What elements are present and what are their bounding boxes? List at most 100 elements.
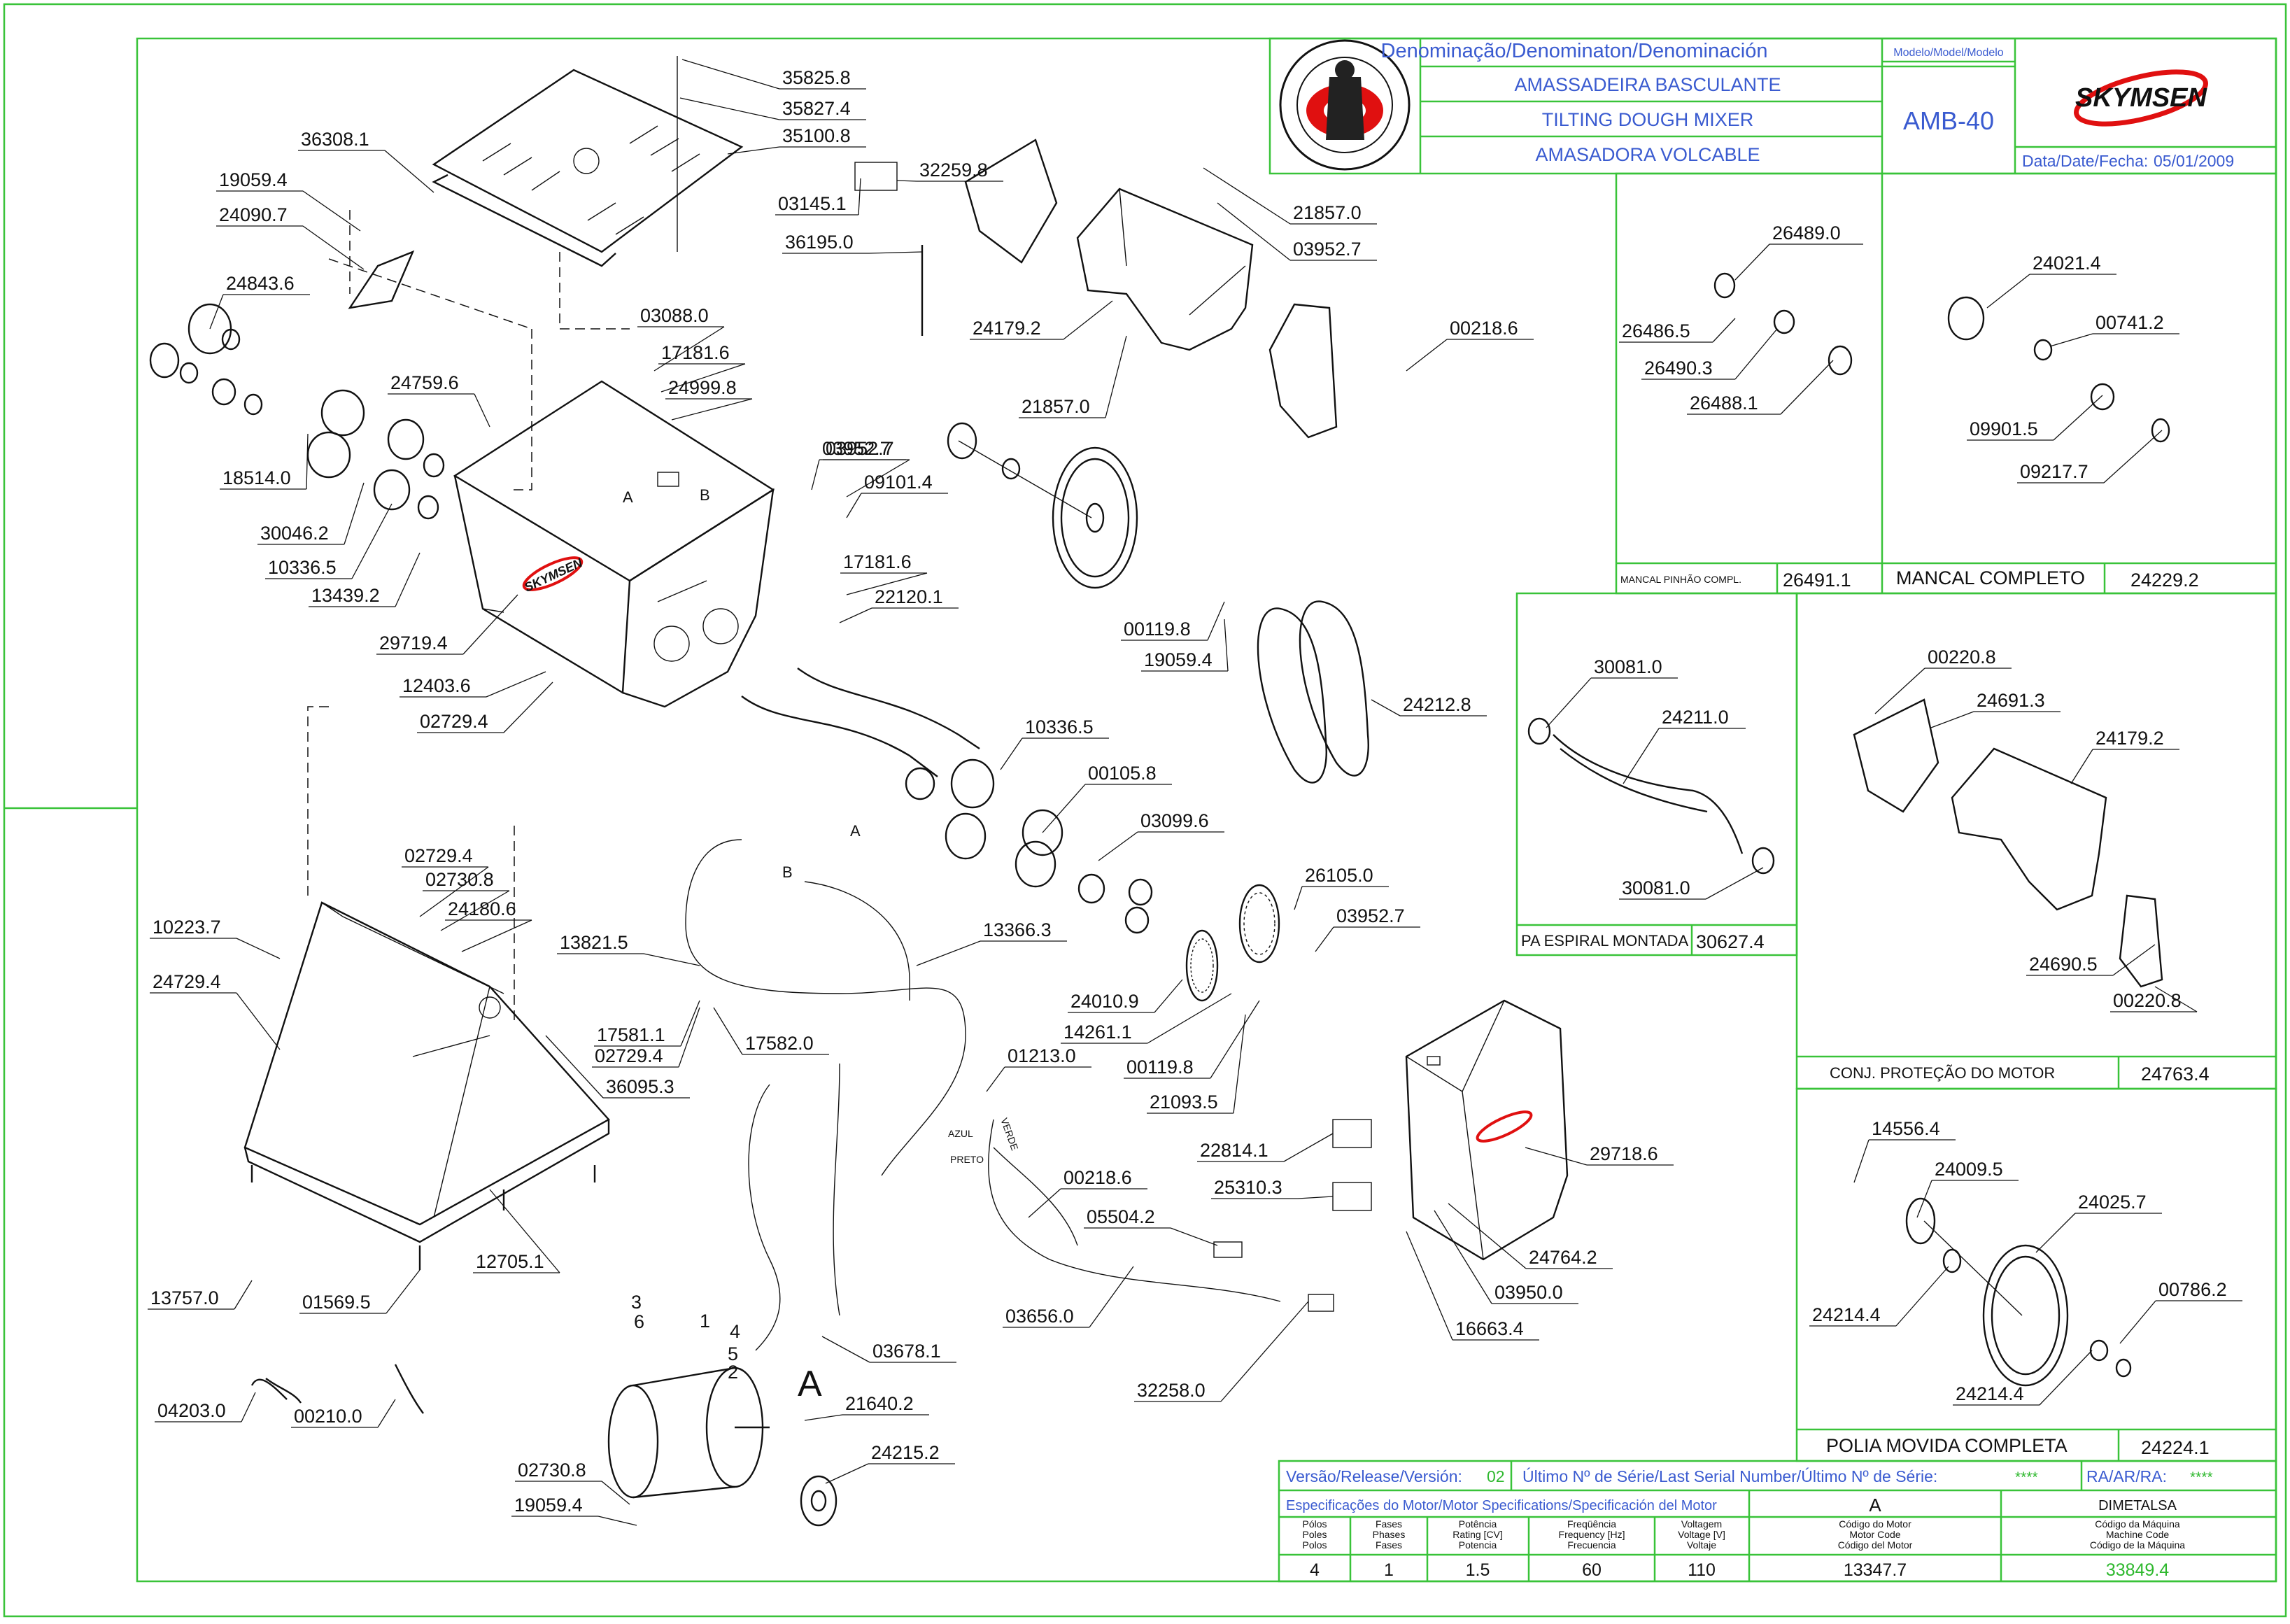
spiral-shafts <box>741 668 1153 934</box>
part-label: 29718.6 <box>1525 1143 1674 1166</box>
part-label: 24010.9 <box>1068 979 1183 1013</box>
part-number: 12403.6 <box>402 675 471 696</box>
part-number: 10223.7 <box>153 917 221 938</box>
part-number: 14261.1 <box>1063 1022 1132 1043</box>
part-label: 24214.4 <box>1953 1350 2093 1406</box>
part-label: 13439.2 <box>309 552 420 607</box>
spec-header-line: Voltaje <box>1687 1539 1716 1551</box>
leader-line <box>846 572 928 595</box>
leader-line <box>1315 926 1334 952</box>
large-pulley <box>947 422 1138 589</box>
part-label: 01569.5 <box>299 1269 420 1314</box>
part-label: 35825.8 <box>681 59 866 90</box>
spec-header-line: Código do Motor <box>1839 1518 1911 1530</box>
part-number: 00218.6 <box>1450 318 1518 339</box>
part-number: 24214.4 <box>1812 1304 1881 1325</box>
leader-line <box>236 992 281 1050</box>
part-number: 24179.2 <box>973 318 1041 339</box>
spec-header-line: Frequency [Hz] <box>1559 1529 1625 1540</box>
name-es: AMASADORA VOLCABLE <box>1535 144 1760 165</box>
part-number: 13439.2 <box>311 585 380 606</box>
part-number: 03678.1 <box>872 1341 941 1362</box>
part-number: 24843.6 <box>226 273 295 294</box>
part-label: 03952.7 <box>1217 202 1377 261</box>
part-number: 24691.3 <box>1977 690 2045 711</box>
part-number: 21640.2 <box>845 1393 914 1414</box>
title-block: Denominação/Denominaton/Denominación AMA… <box>1268 37 2277 175</box>
leader-line <box>395 552 420 607</box>
wire-azul-label: AZUL <box>948 1128 973 1139</box>
part-number: 12705.1 <box>476 1251 544 1272</box>
part-number: 09101.4 <box>864 472 933 493</box>
spec-header-line: Pólos <box>1302 1518 1327 1530</box>
wire-number-3: 3 <box>631 1292 642 1313</box>
leader-line <box>1434 1210 1492 1304</box>
part-label: 03099.6 <box>1098 810 1224 861</box>
release-label: Versão/Release/Versión: <box>1286 1467 1462 1485</box>
part-label: 00218.6 <box>1406 318 1534 372</box>
part-number: 30081.0 <box>1622 877 1690 898</box>
leader-line <box>236 938 281 959</box>
motor-spec-header: Especificações do Motor/Motor Specificat… <box>1286 1498 1717 1513</box>
part-label: 24729.4 <box>150 971 281 1050</box>
leader-line <box>1371 699 1401 716</box>
part-label: 26486.5 <box>1619 318 1736 343</box>
part-label: 24690.5 <box>2026 944 2156 976</box>
spec-header-line: Voltage [V] <box>1678 1529 1725 1540</box>
subassembly-name: PA ESPIRAL MONTADA <box>1521 932 1689 949</box>
part-number: 03952.7 <box>1336 905 1405 926</box>
part-number: 13821.5 <box>560 932 628 953</box>
part-label: 17181.6 <box>658 342 746 393</box>
leader-line <box>1874 668 1925 714</box>
part-label: 24215.2 <box>825 1442 955 1484</box>
subassembly-code: 24224.1 <box>2141 1437 2210 1458</box>
part-label: 09901.5 <box>1967 395 2103 441</box>
wire-number-4: 4 <box>730 1321 740 1342</box>
part-label: 35100.8 <box>727 125 866 155</box>
part-number: 24215.2 <box>871 1442 940 1463</box>
part-number: 02729.4 <box>404 845 473 866</box>
part-label: 24179.2 <box>970 300 1113 340</box>
leader-line <box>2035 1213 2076 1253</box>
part-label: 00220.8 <box>2110 986 2198 1012</box>
leader-line <box>419 866 489 917</box>
part-number: 25310.3 <box>1214 1177 1282 1198</box>
part-label: 24843.6 <box>209 273 310 330</box>
part-number-labels: 35825.835827.435100.836308.103145.132259… <box>148 59 2242 1526</box>
spec-header-line: Fases <box>1376 1518 1402 1530</box>
part-label: 26490.3 <box>1641 328 1778 380</box>
leader-line <box>461 919 532 952</box>
motor-letter-a: A <box>798 1364 822 1404</box>
part-label: 14261.1 <box>1061 993 1232 1044</box>
subassembly-caption-polia-movida: POLIA MOVIDA COMPLETA 24224.1 <box>1826 1435 2210 1458</box>
leader-line <box>868 251 923 254</box>
part-label: 26488.1 <box>1687 360 1834 415</box>
manufacturer: DIMETALSA <box>2098 1498 2177 1513</box>
leader-line <box>1217 202 1291 261</box>
part-label: 24025.7 <box>2035 1192 2162 1253</box>
part-number: 17582.0 <box>745 1033 814 1054</box>
spec-header-line: Código da Máquina <box>2095 1518 2180 1530</box>
leader-line <box>2112 944 2156 976</box>
leader-line <box>545 1035 604 1099</box>
spec-header-line: Potencia <box>1459 1539 1497 1551</box>
leader-line <box>1734 243 1770 281</box>
diagram-annotations: A B B A AZUL PRETO VERDE A 3 6 1 4 5 2 <box>623 486 1021 1404</box>
leader-line <box>1448 1203 1527 1269</box>
name-pt: AMASSADEIRA BASCULANTE <box>1514 74 1781 95</box>
part-number: 35827.4 <box>782 98 851 119</box>
spec-header-line: Motor Code <box>1849 1529 1900 1540</box>
part-number: 04203.0 <box>157 1400 226 1421</box>
part-label: 17582.0 <box>713 1007 829 1055</box>
mixer-body: SKYMSEN <box>453 380 775 708</box>
leader-line <box>681 59 780 90</box>
leader-line <box>302 225 365 270</box>
part-number: 01213.0 <box>1008 1045 1076 1066</box>
leader-line <box>846 493 862 518</box>
spec-header-line: Polos <box>1302 1539 1327 1551</box>
